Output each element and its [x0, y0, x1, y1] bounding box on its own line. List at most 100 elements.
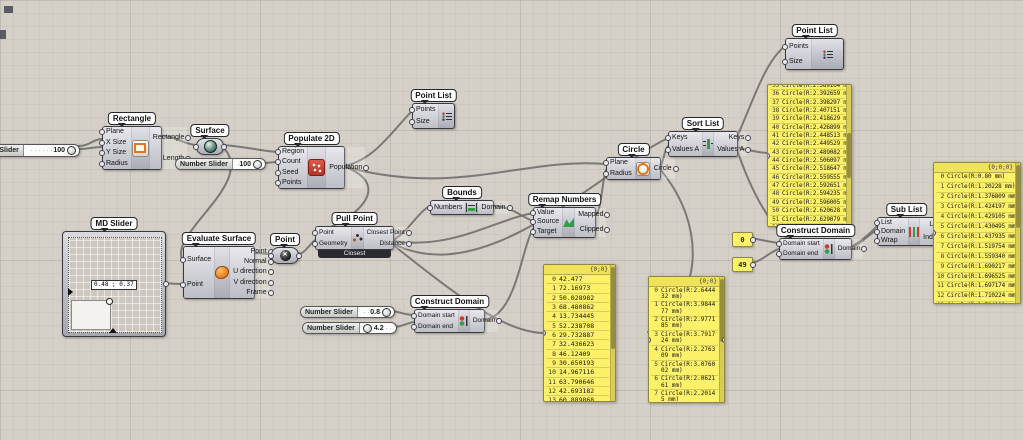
output-grip[interactable] — [745, 147, 752, 153]
input-param[interactable]: Y Size — [99, 149, 131, 157]
input-grip[interactable] — [409, 119, 415, 125]
number-slider-d[interactable]: Number Slider 4.2 — [302, 322, 397, 334]
input-param[interactable]: Points — [275, 179, 307, 187]
input-grip[interactable] — [275, 149, 281, 156]
input-param[interactable]: Points — [409, 106, 438, 114]
number-slider-a[interactable]: Number Slider 100 — [0, 144, 80, 157]
point-list-tag[interactable]: Point List — [791, 24, 838, 39]
slider-knob[interactable] — [253, 159, 262, 169]
sort-list-tag[interactable]: Sort List — [681, 117, 725, 132]
panel-output-grip[interactable] — [722, 336, 724, 343]
output-grip[interactable] — [405, 229, 412, 236]
input-param[interactable]: Points — [782, 43, 811, 51]
slider-knob[interactable] — [362, 323, 372, 333]
input-grip[interactable] — [99, 150, 105, 157]
input-param[interactable]: Domain start — [411, 312, 458, 320]
panel-input-grip[interactable] — [768, 152, 770, 159]
input-param[interactable]: Count — [275, 158, 307, 166]
input-param[interactable]: Seed — [275, 169, 307, 177]
input-grip[interactable] — [874, 228, 880, 235]
slider-track[interactable]: 100 — [23, 145, 79, 156]
md-slider-area[interactable]: 0.48 ; 0.37 — [68, 237, 162, 333]
output-grip[interactable] — [604, 226, 611, 233]
rectangle-tag[interactable]: Rectangle — [107, 112, 157, 127]
output-param[interactable]: Normal — [241, 258, 274, 266]
output-param[interactable]: V direction — [231, 279, 274, 287]
output-param[interactable]: Domain — [470, 317, 503, 325]
point-param-node[interactable]: Point — [268, 233, 302, 264]
input-grip[interactable] — [411, 323, 417, 330]
input-param[interactable]: Radius — [99, 160, 131, 168]
surface-tag[interactable]: Surface — [190, 124, 230, 139]
output-param[interactable]: Distance — [377, 240, 412, 248]
input-grip[interactable] — [874, 237, 880, 244]
input-grip[interactable] — [193, 143, 199, 150]
output-param[interactable]: Population — [326, 164, 370, 172]
input-grip[interactable] — [411, 312, 417, 319]
input-param[interactable]: Plane — [603, 159, 635, 167]
input-grip[interactable] — [665, 147, 671, 153]
panel-scrollbar[interactable] — [719, 277, 724, 402]
input-grip[interactable] — [180, 282, 186, 289]
input-grip[interactable] — [603, 160, 609, 167]
input-grip[interactable] — [427, 204, 433, 211]
slider-track[interactable]: 4.2 — [359, 323, 396, 333]
circle-tag[interactable]: Circle — [617, 143, 650, 158]
input-param[interactable]: Domain end — [776, 250, 823, 258]
input-param[interactable]: Domain end — [411, 323, 458, 331]
output-grip[interactable] — [267, 279, 274, 286]
input-grip[interactable] — [530, 209, 536, 216]
input-grip[interactable] — [782, 43, 788, 50]
input-grip[interactable] — [530, 229, 536, 236]
output-param[interactable]: Mapped — [575, 211, 611, 219]
input-param[interactable]: Point — [180, 281, 214, 289]
number-slider-c[interactable]: Number Slider 0.8 — [300, 306, 395, 318]
input-grip[interactable] — [530, 219, 536, 226]
output-grip[interactable] — [750, 236, 756, 243]
output-grip[interactable] — [163, 281, 169, 287]
const-panel-b[interactable]: 49 — [732, 257, 756, 272]
input-param[interactable]: Plane — [99, 128, 131, 136]
surface-param-node[interactable]: Surface — [190, 124, 230, 155]
input-param[interactable]: Surface — [180, 256, 214, 264]
output-param[interactable]: Clipped — [577, 226, 611, 234]
input-grip[interactable] — [275, 179, 281, 186]
output-grip[interactable] — [750, 261, 756, 268]
input-param[interactable]: Geometry — [312, 240, 351, 248]
md-slider-node[interactable]: MD Slider 0.48 ; 0.37 — [62, 217, 169, 337]
input-grip[interactable] — [275, 159, 281, 166]
input-grip[interactable] — [776, 241, 782, 247]
output-param[interactable]: Domain — [478, 204, 513, 212]
output-param[interactable]: Circle — [651, 165, 679, 173]
output-grip[interactable] — [363, 164, 370, 171]
input-grip[interactable] — [180, 256, 186, 263]
output-grip[interactable] — [185, 134, 192, 141]
output-grip[interactable] — [604, 212, 611, 219]
input-grip[interactable] — [99, 129, 105, 136]
output-param[interactable]: Closest Point — [364, 229, 412, 237]
output-grip[interactable] — [267, 269, 274, 276]
input-grip[interactable] — [275, 169, 281, 176]
panel-scrollbar[interactable] — [610, 265, 615, 401]
input-grip[interactable] — [409, 107, 415, 113]
input-param[interactable]: Region — [275, 148, 307, 156]
output-grip[interactable] — [861, 246, 868, 252]
slider-track[interactable]: 0.8 — [357, 307, 394, 317]
input-param[interactable]: Domain — [874, 228, 908, 236]
point-list-tag[interactable]: Point List — [410, 89, 457, 104]
input-param[interactable]: Value — [530, 209, 562, 217]
pull-point-tag[interactable]: Pull Point — [331, 212, 378, 227]
input-param[interactable]: Size — [782, 58, 811, 66]
output-grip[interactable] — [745, 135, 752, 141]
